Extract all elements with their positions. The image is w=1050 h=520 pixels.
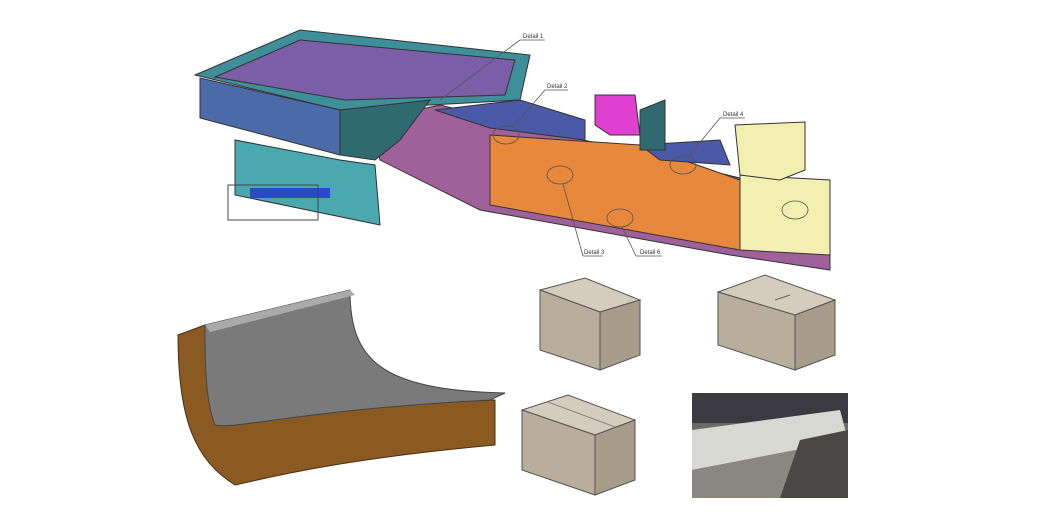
hopper-skirt [234,139,381,226]
liner-top-edge [205,290,355,332]
stone-block-2 [716,274,837,371]
detail-6-label: Detail 6 [640,250,661,256]
liner-plate [204,289,506,427]
hopper-side [339,99,432,161]
installation-photo [692,393,848,498]
magenta-wall [594,94,641,136]
yellow-wall-top [734,121,806,181]
chute-yellow-wall [739,174,831,256]
detail-4-label: Detail 4 [723,112,744,118]
hopper-chute-model: Detail 1 Detail 2 Detail 3 Detail 4 Deta… [193,29,831,271]
stone-block-1 [538,277,642,371]
floor-blue-1 [434,99,586,141]
detail-3-label: Detail 3 [584,250,605,256]
detail-markers [439,39,809,257]
detail-2-label: Detail 2 [547,84,568,90]
detail-1-label: Detail 1 [523,34,544,40]
curved-liner-model [177,289,506,486]
blue-rollers [250,188,330,198]
hopper-inner [213,39,516,101]
support-frame [227,184,319,221]
stone-block-3 [520,394,637,496]
teal-wall [639,99,666,151]
